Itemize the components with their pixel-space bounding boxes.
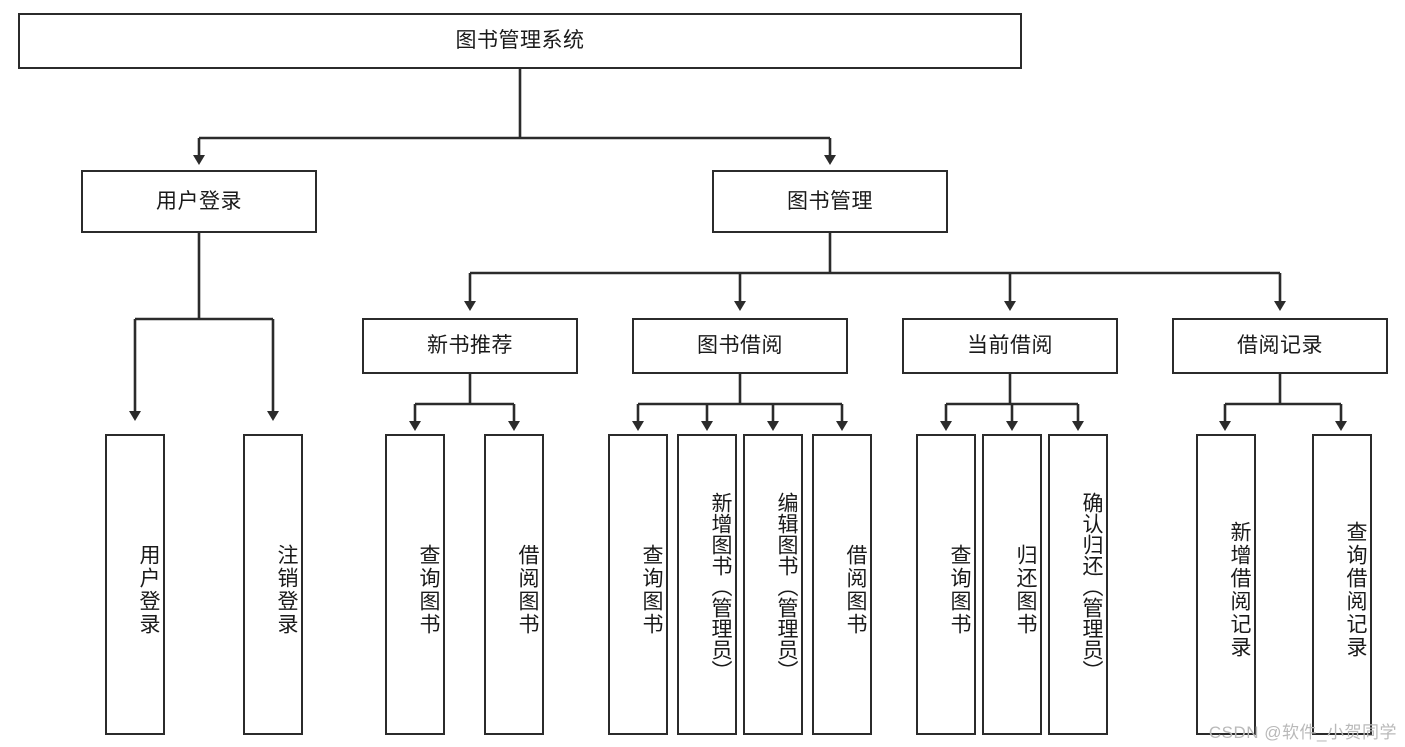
node-label: 用户登录 [137,543,160,636]
node-label: 图书借阅 [697,334,783,358]
node-root-system[interactable]: 图书管理系统 [18,13,1022,69]
node-label: 新增图书（管理员） [709,492,732,681]
leaf-query-book-current[interactable]: 查询图书 [916,434,976,735]
leaf-borrow-book[interactable]: 借阅图书 [812,434,872,735]
leaf-query-borrow-record[interactable]: 查询借阅记录 [1312,434,1372,735]
node-label: 图书管理系统 [455,29,585,53]
edges-record-to-leaves [1219,374,1347,431]
leaf-query-book-recommend[interactable]: 查询图书 [385,434,445,735]
leaf-borrow-book-recommend[interactable]: 借阅图书 [484,434,544,735]
node-label: 查询图书 [948,543,971,636]
node-label: 借阅图书 [844,543,867,636]
leaf-edit-book-admin[interactable]: 编辑图书（管理员） [743,434,803,735]
edges-current-to-leaves [940,374,1084,431]
leaf-user-login[interactable]: 用户登录 [105,434,165,735]
node-label: 注销登录 [275,543,298,636]
node-book-management[interactable]: 图书管理 [712,170,948,233]
leaf-add-borrow-record[interactable]: 新增借阅记录 [1196,434,1256,735]
node-label: 借阅图书 [516,543,539,636]
node-label: 借阅记录 [1237,334,1323,358]
leaf-confirm-return-admin[interactable]: 确认归还（管理员） [1048,434,1108,735]
node-book-borrow[interactable]: 图书借阅 [632,318,848,374]
node-current-borrow[interactable]: 当前借阅 [902,318,1118,374]
node-label: 查询借阅记录 [1344,520,1367,659]
node-label: 新书推荐 [427,334,513,358]
leaf-return-book[interactable]: 归还图书 [982,434,1042,735]
edges-bookmgmt-to-level3 [464,233,1286,311]
node-label: 确认归还（管理员） [1080,492,1103,681]
node-label: 查询图书 [640,543,663,636]
node-borrow-record[interactable]: 借阅记录 [1172,318,1388,374]
edges-borrow-to-leaves [632,374,848,431]
node-label: 编辑图书（管理员） [775,492,798,681]
node-label: 新增借阅记录 [1228,520,1251,659]
node-label: 当前借阅 [967,334,1053,358]
leaf-add-book-admin[interactable]: 新增图书（管理员） [677,434,737,735]
edges-root-to-level2 [193,69,836,165]
edges-newbook-to-leaves [409,374,520,431]
leaf-logout[interactable]: 注销登录 [243,434,303,735]
edges-userlogin-to-leaves [129,233,279,421]
csdn-watermark: CSDN @软件_小贺同学 [1208,723,1397,742]
node-new-book-recommend[interactable]: 新书推荐 [362,318,578,374]
node-user-login[interactable]: 用户登录 [81,170,317,233]
leaf-query-book-borrow[interactable]: 查询图书 [608,434,668,735]
node-label: 图书管理 [787,189,873,213]
node-label: 用户登录 [156,189,242,213]
node-label: 查询图书 [417,543,440,636]
node-label: 归还图书 [1014,543,1037,636]
